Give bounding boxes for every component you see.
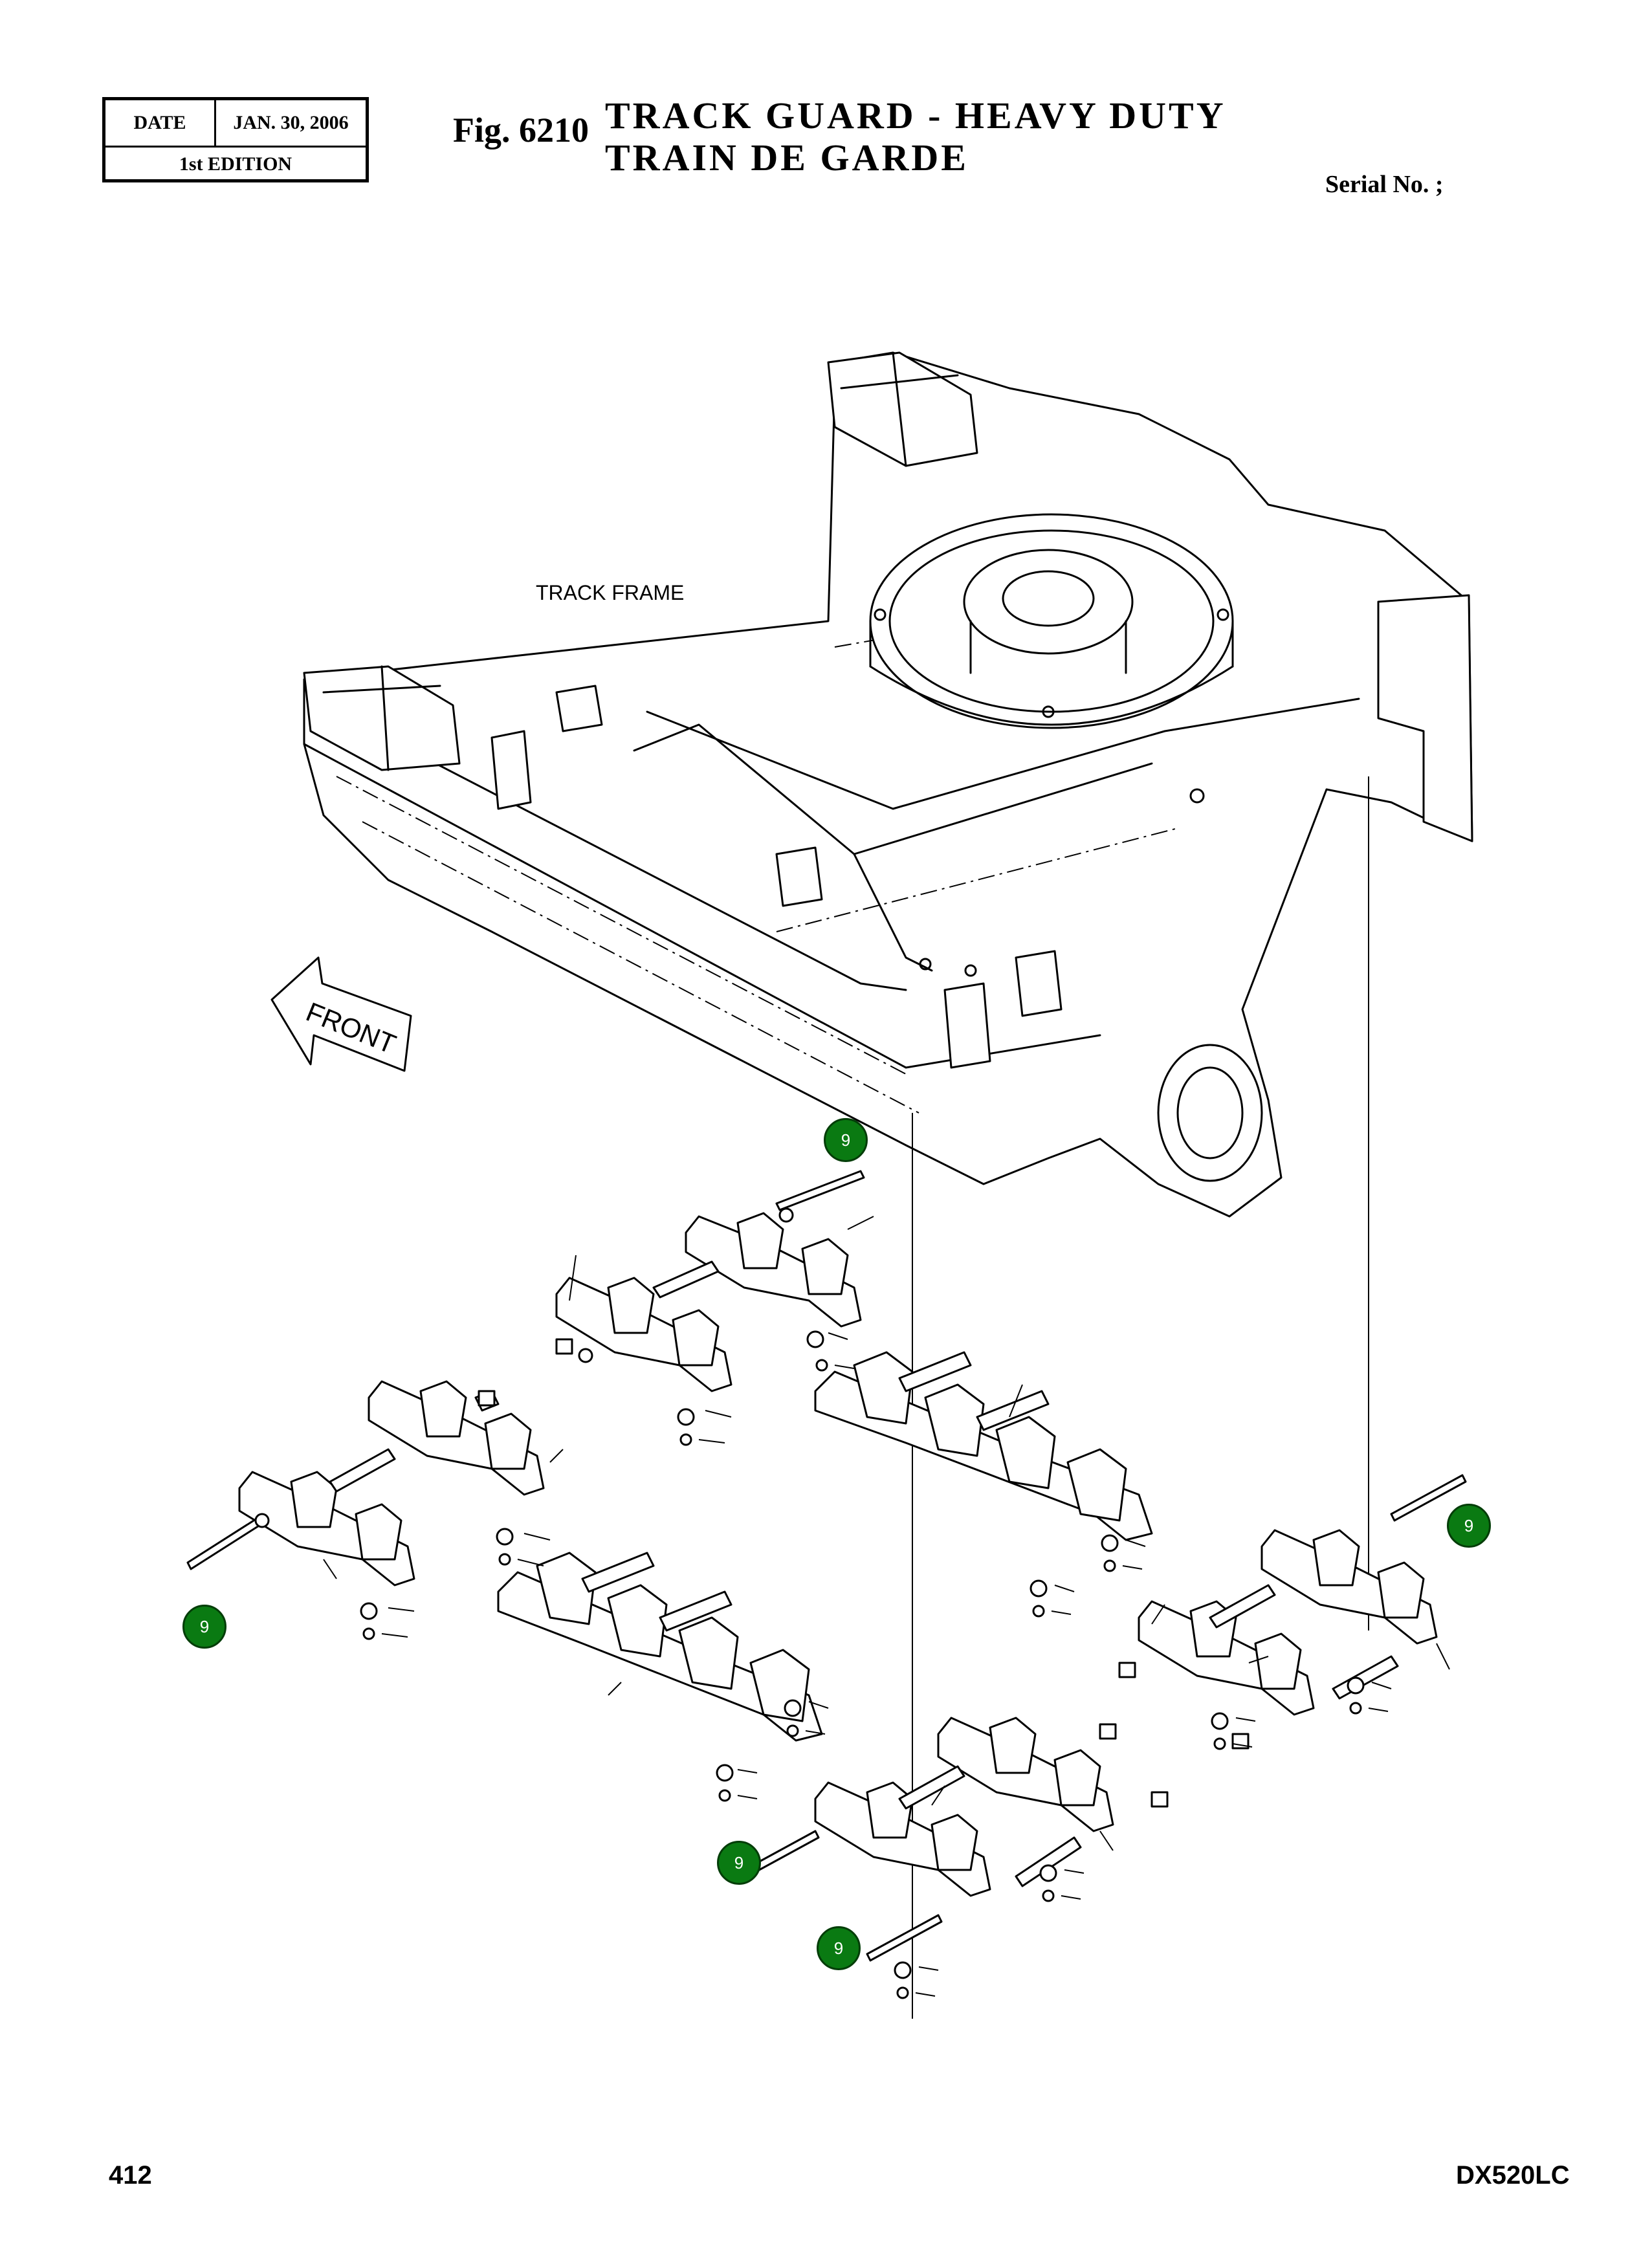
edition-label: 1st EDITION: [179, 153, 292, 175]
date-row: DATE JAN. 30, 2006: [105, 100, 366, 148]
guard-bracket-group-upper: [555, 1170, 865, 1392]
guard-bracket-group-left: [186, 1380, 545, 1587]
guard-bracket-group-lower: [743, 1717, 1114, 1962]
serial-number: Serial No. ;: [1325, 171, 1444, 198]
callout-9-right: 9: [1447, 1504, 1491, 1548]
callout-9-left: 9: [182, 1605, 226, 1649]
callout-9-bottom: 9: [817, 1926, 861, 1970]
track-frame-illustration: [303, 351, 1473, 2019]
track-frame-label: TRACK FRAME: [536, 581, 685, 604]
guard-bracket-group-right: [1138, 1474, 1467, 1716]
figure-number: Fig. 6210: [453, 111, 589, 149]
date-label: DATE: [105, 100, 216, 146]
callout-9-lower-left: 9: [717, 1841, 761, 1885]
hardware-and-leaders: [323, 1216, 1450, 1999]
track-guard-left: [497, 1552, 823, 1742]
date-edition-box: DATE JAN. 30, 2006 1st EDITION: [102, 97, 369, 182]
date-value: JAN. 30, 2006: [233, 112, 349, 133]
callout-9-top: 9: [824, 1118, 868, 1162]
title-english: TRACK GUARD - HEAVY DUTY: [605, 94, 1226, 137]
page-number: 412: [109, 2161, 152, 2190]
front-direction-arrow: FRONT: [270, 956, 412, 1072]
track-guard-right: [814, 1351, 1153, 1541]
model-number: DX520LC: [1456, 2161, 1570, 2190]
title-french: TRAIN DE GARDE: [605, 137, 969, 179]
